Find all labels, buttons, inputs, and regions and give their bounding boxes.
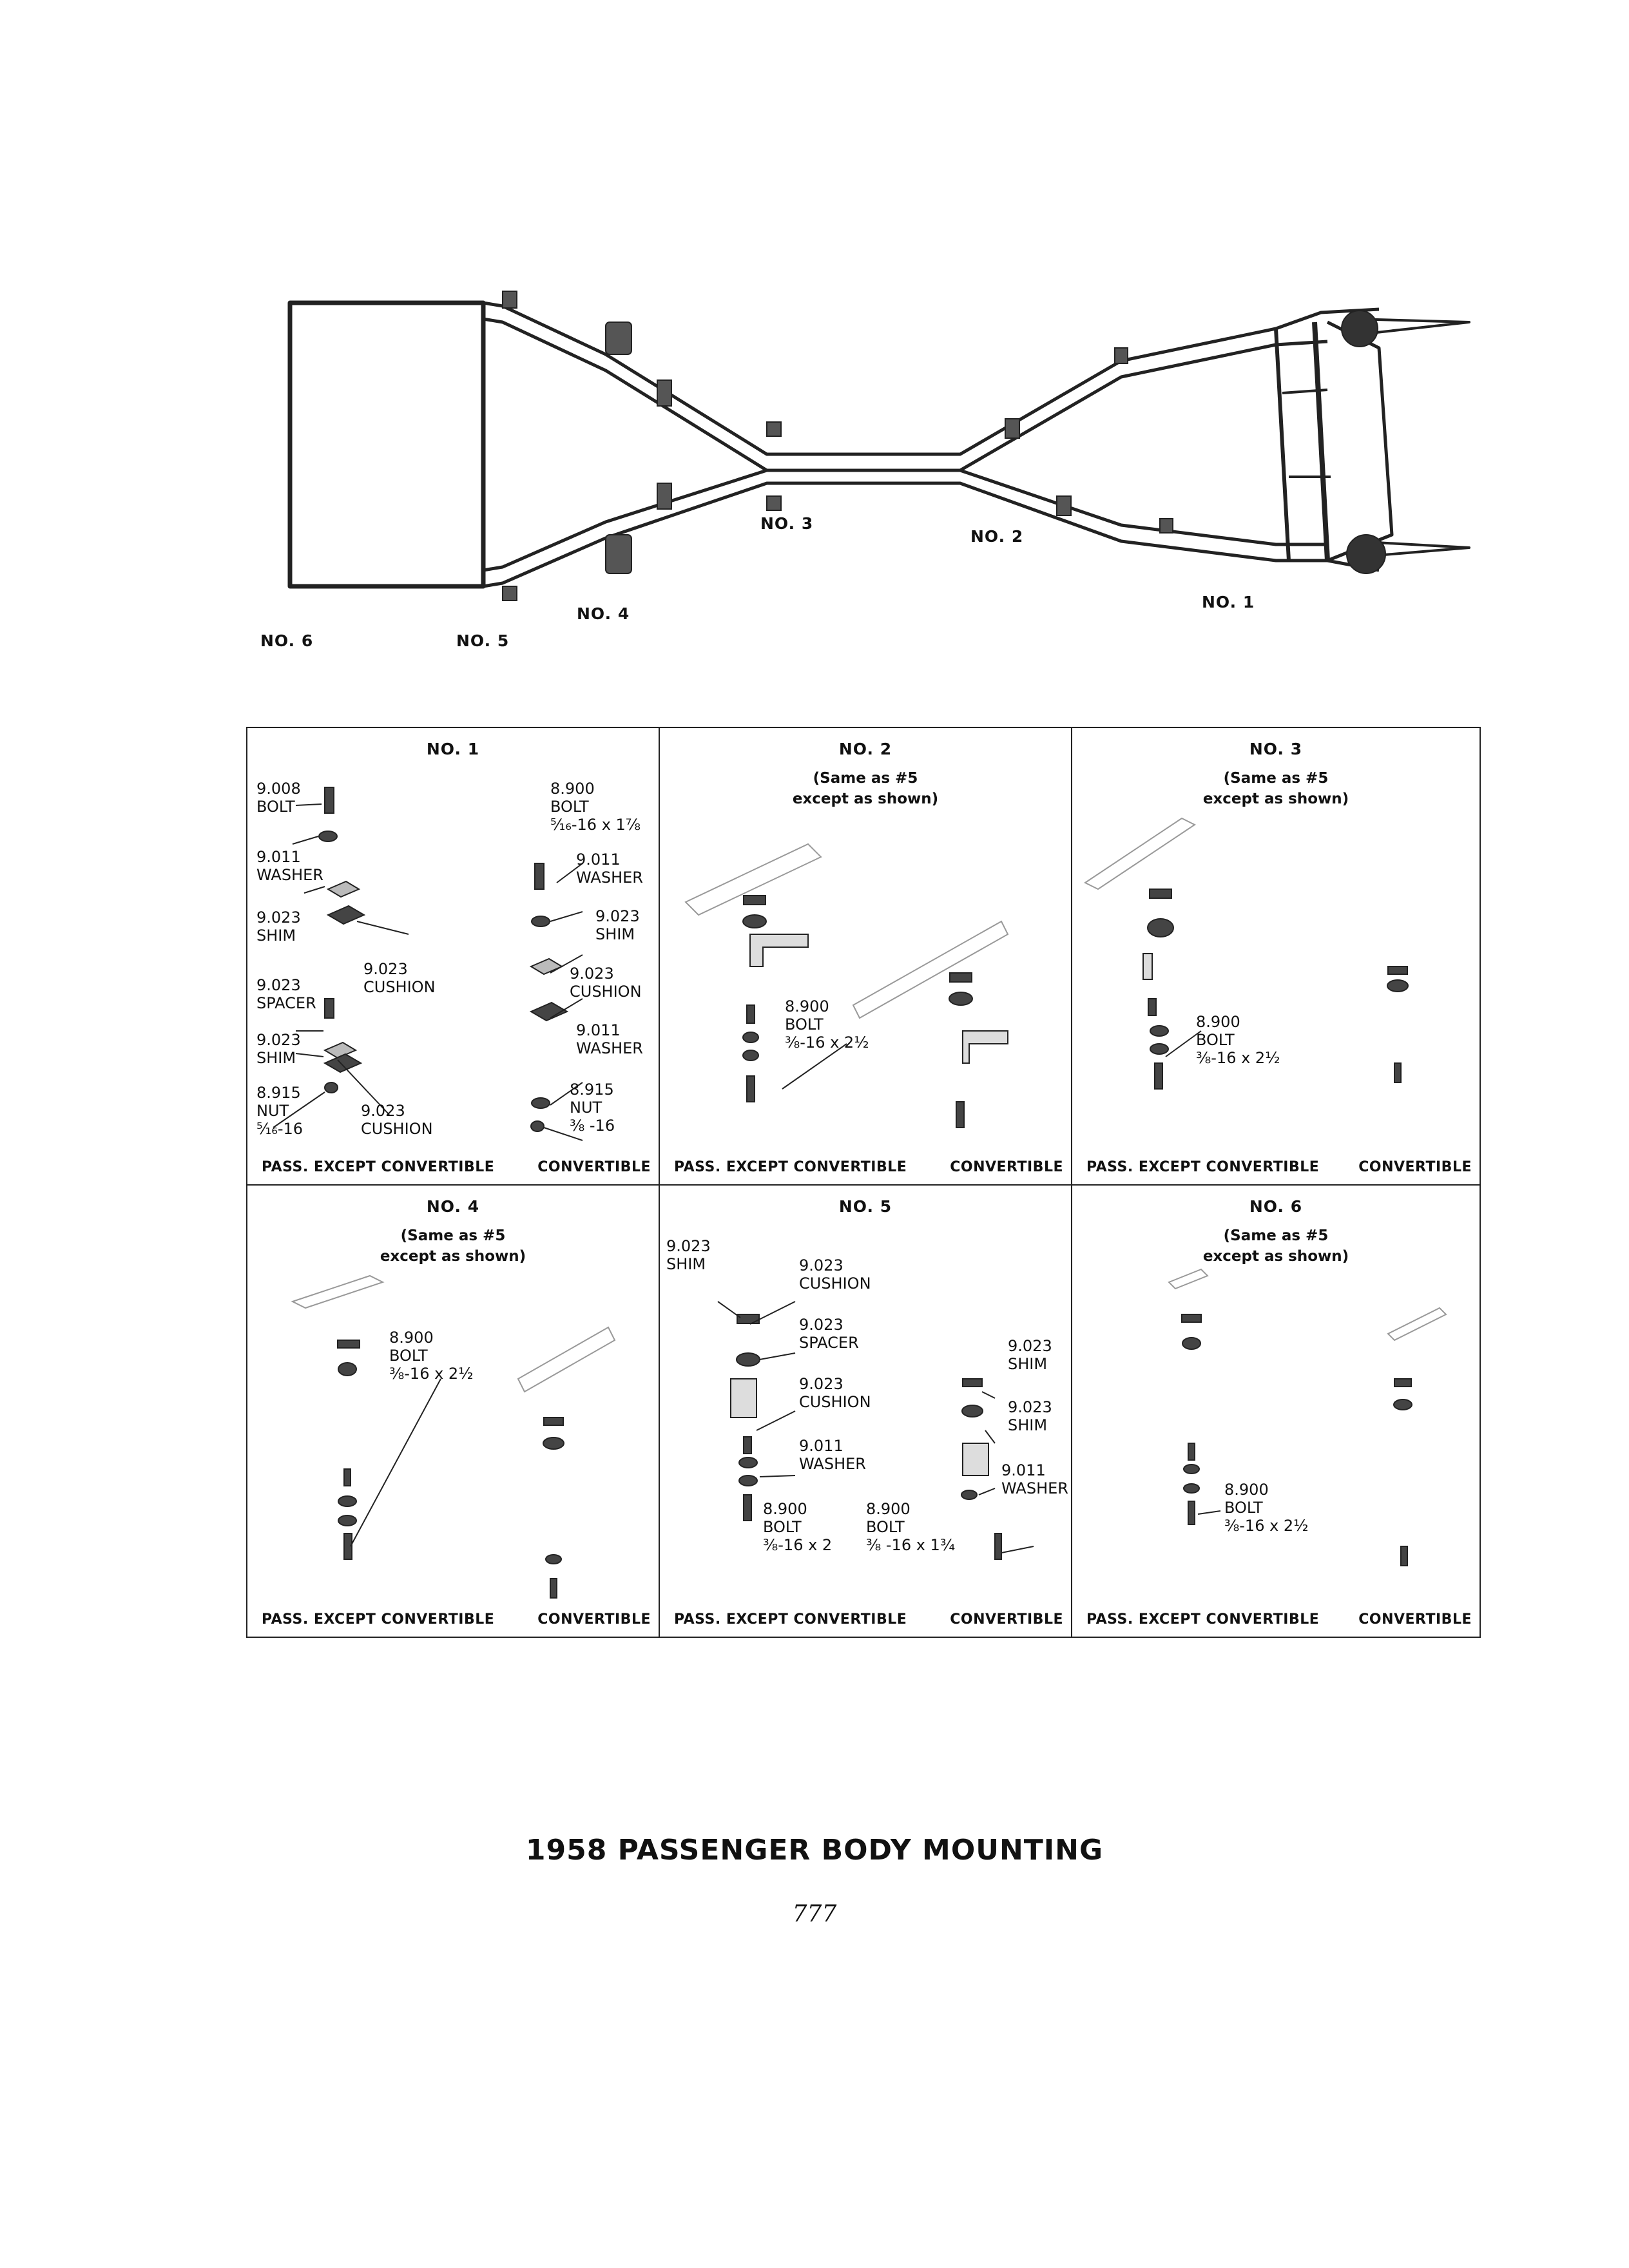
panel-no4-note: (Same as #5 except as shown) (380, 1227, 526, 1265)
panel-footer-pass: PASS. EXCEPT CONVERTIBLE (262, 1159, 495, 1175)
part-label: 9.011 WASHER (799, 1437, 866, 1473)
part-label: 9.023 CUSHION (361, 1102, 433, 1138)
panel-no6-title: NO. 6 (1249, 1197, 1303, 1216)
frame-label-no4: NO. 4 (577, 604, 630, 623)
panel-no1: NO. 1 9.008 BOLT 9.011 WASHER 9.023 SHIM… (247, 728, 660, 1186)
part-label: 9.023 SHIM (256, 1031, 301, 1067)
part-label: 8.900 BOLT ⅜-16 x 2½ (1196, 1013, 1280, 1067)
panel-footer-convertible: CONVERTIBLE (950, 1159, 1063, 1175)
panel-no1-exploded-parts (273, 787, 583, 1141)
panel-no1-title: NO. 1 (426, 740, 480, 758)
part-label: 9.011 WASHER (256, 848, 323, 884)
panel-footer-pass: PASS. EXCEPT CONVERTIBLE (674, 1159, 907, 1175)
panel-no5-title: NO. 5 (838, 1197, 892, 1216)
part-label: 9.008 BOLT (256, 780, 301, 816)
panel-no2-exploded-parts (684, 843, 1009, 1128)
panel-no2-title: NO. 2 (838, 740, 892, 758)
mounting-details-grid: NO. 1 9.008 BOLT 9.011 WASHER 9.023 SHIM… (246, 727, 1481, 1638)
part-label: 9.023 CUSHION (799, 1256, 871, 1293)
panel-no3-note: (Same as #5 except as shown) (1202, 770, 1349, 807)
part-label: 9.023 SHIM (1008, 1337, 1052, 1373)
panel-no6-note: (Same as #5 except as shown) (1202, 1227, 1349, 1265)
frame-label-no6: NO. 6 (260, 631, 314, 650)
part-label: 9.023 SPACER (799, 1316, 859, 1352)
part-label: 9.023 SHIM (595, 907, 640, 943)
part-label: 8.900 BOLT ⅜-16 x 2½ (785, 997, 869, 1052)
panel-no3-exploded-parts (1084, 817, 1409, 1090)
panel-no4-exploded-parts (291, 1274, 616, 1599)
part-label: 8.900 BOLT ⅜ -16 x 1¾ (866, 1500, 956, 1554)
panel-footer-pass: PASS. EXCEPT CONVERTIBLE (262, 1611, 495, 1628)
panel-no5: NO. 5 9.023 SHIM 9.023 CUSHION 9.023 SPA… (660, 1186, 1072, 1637)
frame-label-no3: NO. 3 (760, 514, 814, 533)
chassis-frame-illustration: NO. 3 NO. 2 NO. 4 NO. 1 (271, 284, 1495, 644)
frame-label-no2: NO. 2 (970, 527, 1024, 546)
part-label: 9.011 WASHER (1001, 1461, 1068, 1497)
panel-no4: NO. 4 (Same as #5 except as shown) 8.900… (247, 1186, 660, 1637)
chassis-frame-drawing (287, 291, 1470, 601)
panel-footer-convertible: CONVERTIBLE (1358, 1611, 1472, 1628)
panel-footer-pass: PASS. EXCEPT CONVERTIBLE (1086, 1611, 1320, 1628)
panel-no5-exploded-parts (717, 1301, 1034, 1560)
panel-no6: NO. 6 (Same as #5 except as shown) 8.900… (1072, 1186, 1480, 1637)
panel-no6-exploded-parts (1168, 1268, 1447, 1566)
panel-no4-title: NO. 4 (426, 1197, 480, 1216)
part-label: 8.915 NUT ⅜ -16 (570, 1081, 615, 1135)
part-label: 8.900 BOLT ⁵⁄₁₆-16 x 1⅞ (550, 780, 641, 834)
part-label: 9.023 CUSHION (363, 960, 436, 996)
panel-footer-pass: PASS. EXCEPT CONVERTIBLE (1086, 1159, 1320, 1175)
panel-footer-convertible: CONVERTIBLE (950, 1611, 1063, 1628)
page-title: 1958 PASSENGER BODY MOUNTING (525, 1834, 1104, 1867)
panel-footer-convertible: CONVERTIBLE (1358, 1159, 1472, 1175)
part-label: 9.023 SHIM (1008, 1398, 1052, 1434)
part-label: 9.023 CUSHION (570, 965, 642, 1001)
panel-no2: NO. 2 (Same as #5 except as shown) 8.900… (660, 728, 1072, 1186)
part-label: 9.023 SHIM (666, 1237, 711, 1273)
panel-no2-note: (Same as #5 except as shown) (792, 770, 939, 807)
panel-footer-convertible: CONVERTIBLE (537, 1159, 651, 1175)
part-label: 9.011 WASHER (576, 1021, 643, 1057)
part-label: 9.023 SPACER (256, 976, 316, 1012)
part-label: 9.023 SHIM (256, 908, 301, 945)
panel-no3: NO. 3 (Same as #5 except as shown) 8.900… (1072, 728, 1480, 1186)
part-label: 9.011 WASHER (576, 850, 643, 887)
page-number: 777 (792, 1901, 837, 1927)
panel-footer-convertible: CONVERTIBLE (537, 1611, 651, 1628)
panel-footer-pass: PASS. EXCEPT CONVERTIBLE (674, 1611, 907, 1628)
frame-label-no1: NO. 1 (1202, 593, 1255, 611)
part-label: 8.915 NUT ⁵⁄₁₆-16 (256, 1084, 304, 1138)
panel-no3-title: NO. 3 (1249, 740, 1303, 758)
part-label: 8.900 BOLT ⅜-16 x 2½ (1224, 1481, 1309, 1535)
part-label: 8.900 BOLT ⅜-16 x 2½ (389, 1329, 474, 1383)
part-label: 8.900 BOLT ⅜-16 x 2 (763, 1500, 833, 1554)
frame-label-no5: NO. 5 (456, 631, 510, 650)
part-label: 9.023 CUSHION (799, 1375, 871, 1411)
